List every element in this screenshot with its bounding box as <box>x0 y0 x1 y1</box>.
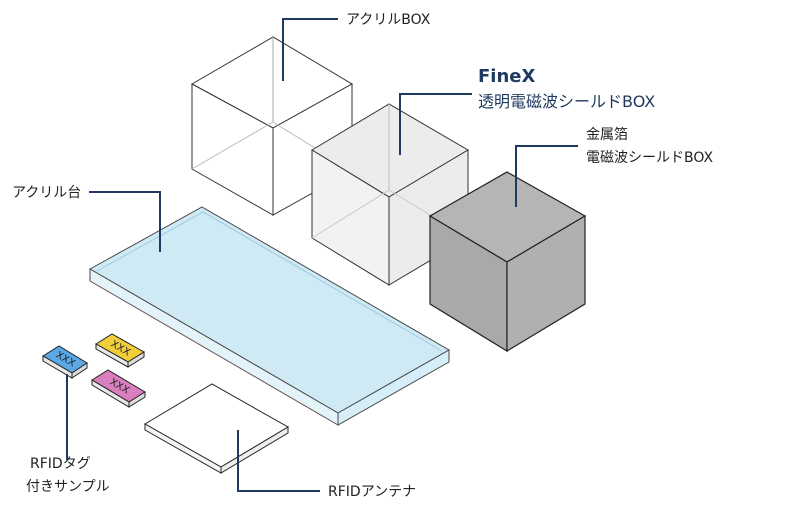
rfid-tag-blue: XXX <box>42 345 88 379</box>
finex-shield-box <box>311 103 469 286</box>
label-finex-title: FineX <box>478 66 535 87</box>
leader-lines <box>66 18 578 492</box>
label-metal-foil-line1: 金属箔 <box>586 127 628 143</box>
label-metal-foil-line2: 電磁波シールドBOX <box>586 150 713 166</box>
rfid-tag-yellow: XXX <box>95 333 145 368</box>
rfid-antenna <box>144 383 289 474</box>
label-finex-subtitle: 透明電磁波シールドBOX <box>478 92 655 111</box>
metal-foil-shield-box <box>428 171 587 353</box>
label-rfid-antenna: RFIDアンテナ <box>328 484 416 500</box>
label-rfid-tag-line1: RFIDタグ <box>30 456 91 472</box>
leader-finex <box>399 93 472 155</box>
label-acrylic-stand: アクリル台 <box>12 185 81 201</box>
label-rfid-tag-line2: 付きサンプル <box>26 479 110 495</box>
rfid-tag-pink: XXX <box>91 369 146 408</box>
leader-rfid-antenna <box>237 430 320 492</box>
leader-acrylic-box <box>282 18 338 81</box>
label-acrylic-box: アクリルBOX <box>346 12 431 28</box>
leader-acrylic-stand <box>89 191 161 252</box>
leader-metal-box <box>515 145 578 207</box>
acrylic-stand <box>88 206 451 426</box>
